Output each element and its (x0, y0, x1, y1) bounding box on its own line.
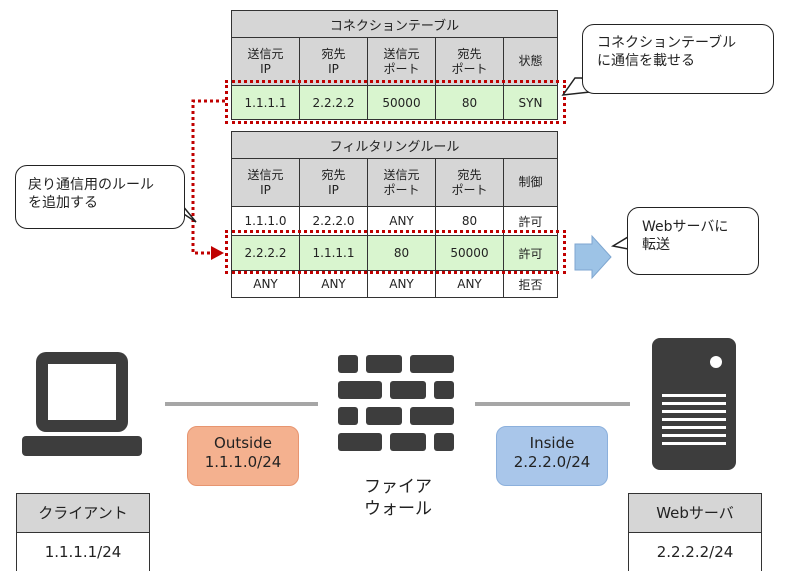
connection-row-highlight (225, 80, 566, 124)
col-header: 宛先 ポート (435, 158, 504, 207)
col-header: 状態 (503, 37, 558, 86)
inside-network-text: Inside 2.2.2.0/24 (513, 434, 591, 471)
table-cell: 1.1.1.1 (231, 85, 300, 120)
filter-table: フィルタリングルール 送信元 IP 宛先 IP 送信元 ポート 宛先 ポート 制… (230, 131, 559, 298)
col-header: 送信元 IP (231, 158, 300, 207)
table-cell: 2.2.2.2 (299, 85, 368, 120)
col-header: 宛先 ポート (435, 37, 504, 86)
callout-text: Webサーバに 転送 (642, 219, 729, 253)
callout-forward: Webサーバに 転送 (627, 207, 759, 275)
table-cell: 2.2.2.2 (231, 235, 300, 271)
table-cell: 1.1.1.1 (299, 235, 368, 271)
client-label-box: クライアント 1.1.1.1/24 (16, 493, 150, 571)
laptop-icon (22, 352, 142, 456)
server-icon (652, 338, 736, 470)
col-header-text: 宛先 IP (321, 167, 346, 197)
table-cell: ANY (231, 270, 300, 298)
client-ip: 1.1.1.1/24 (17, 533, 149, 571)
server-name: Webサーバ (629, 494, 761, 533)
table-row: 1.1.1.1 2.2.2.2 50000 80 SYN (231, 85, 558, 120)
server-label-box: Webサーバ 2.2.2.2/24 (628, 493, 762, 571)
inside-network-label: Inside 2.2.2.0/24 (496, 426, 608, 486)
col-header: 送信元 ポート (367, 158, 436, 207)
connection-table-title: コネクションテーブル (231, 10, 558, 38)
connector-arrowhead (211, 246, 224, 260)
connector-dotted-line (191, 99, 225, 255)
table-row: ANY ANY ANY ANY 拒否 (231, 270, 559, 298)
table-cell: SYN (503, 85, 558, 120)
table-cell: 80 (435, 85, 504, 120)
col-header: 制御 (502, 158, 559, 207)
connection-table: コネクションテーブル 送信元 IP 宛先 IP 送信元 ポート 宛先 ポート 状… (231, 10, 558, 120)
table-cell: ANY (435, 270, 504, 298)
callout-text: コネクションテーブル に通信を載せる (597, 35, 737, 69)
col-header-text: 送信元 IP (247, 167, 284, 197)
outside-network-text: Outside 1.1.1.0/24 (204, 434, 282, 471)
table-cell: 許可 (502, 235, 559, 271)
callout-text: 戻り通信用のルール を追加する (28, 177, 154, 211)
col-header-text: 状態 (518, 54, 543, 68)
col-header-text: 送信元 ポート (383, 46, 420, 76)
col-header-text: 送信元 ポート (383, 167, 420, 197)
table-cell: 80 (367, 235, 436, 271)
forward-arrow (574, 234, 612, 280)
return-rule-highlight (225, 230, 566, 274)
callout-return-rule: 戻り通信用のルール を追加する (15, 165, 185, 229)
firewall-icon (338, 355, 454, 451)
client-name: クライアント (17, 494, 149, 533)
col-header: 送信元 ポート (367, 37, 436, 86)
col-header-text: 送信元 IP (247, 46, 284, 76)
col-header-text: 宛先 ポート (451, 46, 488, 76)
table-cell: 50000 (367, 85, 436, 120)
callout-connection-table: コネクションテーブル に通信を載せる (582, 24, 774, 94)
firewall-label: ファイア ウォール (340, 476, 456, 520)
firewall-label-text: ファイア ウォール (364, 477, 432, 519)
col-header-text: 宛先 IP (321, 46, 346, 76)
table-cell: 50000 (435, 235, 504, 271)
server-ip: 2.2.2.2/24 (629, 533, 761, 571)
table-row: 2.2.2.2 1.1.1.1 80 50000 許可 (231, 235, 559, 271)
table-cell: 拒否 (502, 270, 559, 298)
callout-tail (610, 235, 629, 250)
table-cell: ANY (299, 270, 368, 298)
col-header-text: 制御 (518, 175, 543, 189)
outside-network-label: Outside 1.1.1.0/24 (187, 426, 299, 486)
col-header-text: 宛先 ポート (451, 167, 488, 197)
col-header: 宛先 IP (299, 158, 368, 207)
